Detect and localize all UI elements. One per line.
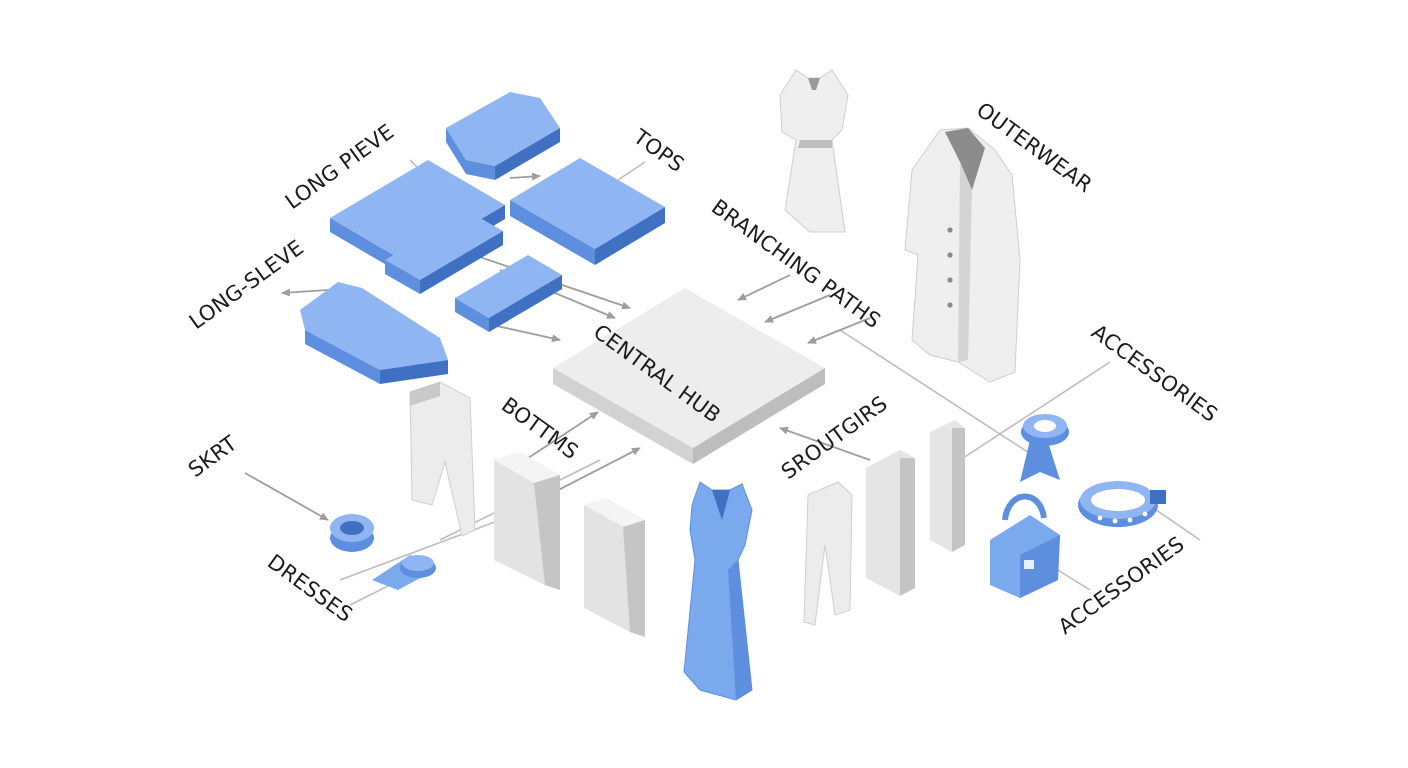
blue-shirt-large [300, 282, 448, 384]
blue-handbag [990, 496, 1060, 598]
label-accessories-top: ACCESSORIES [1087, 320, 1222, 427]
blue-top-folded-3 [455, 255, 562, 332]
blue-dress [684, 482, 752, 700]
blue-top-folded-large [510, 158, 665, 265]
label-skrt: SKRT [184, 431, 242, 482]
blue-scarf [1020, 414, 1069, 482]
label-tops: TOPS [628, 124, 688, 177]
gray-pants-left [410, 382, 475, 536]
gray-bottoms-2 [584, 498, 645, 637]
blue-cap [372, 555, 436, 590]
gray-coat [905, 128, 1020, 382]
label-long-sleve: LONG-SLEVE [185, 235, 308, 334]
gray-pants-right [804, 482, 852, 625]
label-dresses: DRESSES [263, 550, 357, 627]
label-bottms: BOTTMS [497, 393, 583, 464]
blue-ring [330, 514, 374, 552]
gray-panel-3 [930, 420, 965, 552]
label-accessories-bottom: ACCESSORIES [1054, 532, 1189, 639]
blue-belt [1078, 481, 1166, 527]
gray-bottoms-1 [494, 452, 560, 590]
gray-dress [780, 70, 848, 232]
gray-panel-2 [866, 450, 915, 596]
blue-shirt-small [446, 92, 560, 180]
